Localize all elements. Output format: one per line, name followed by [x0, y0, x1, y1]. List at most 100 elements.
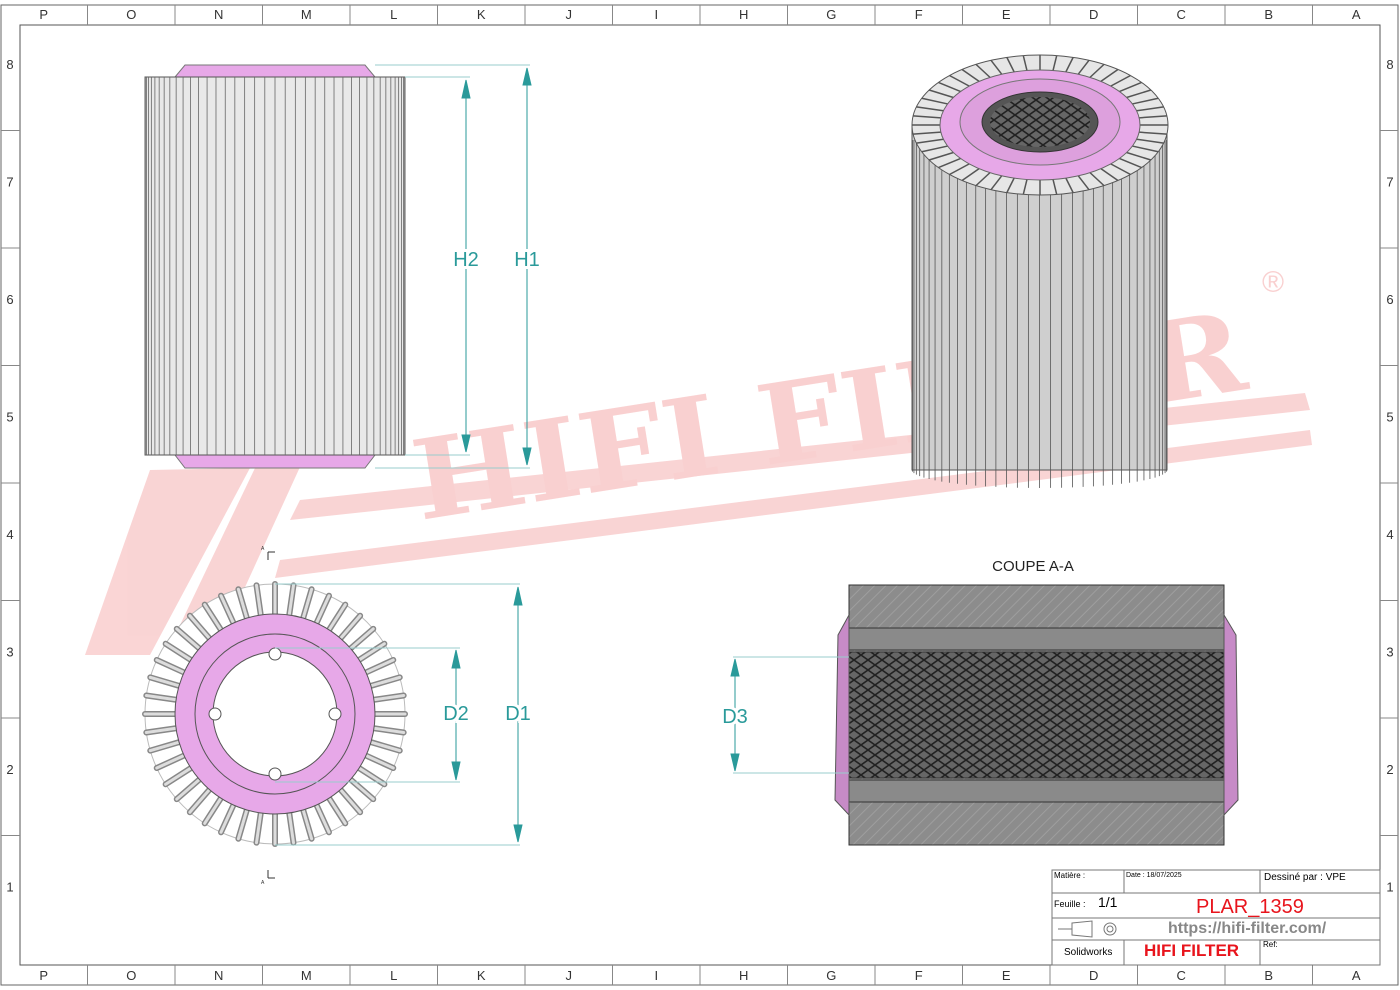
column-label: G: [826, 968, 836, 983]
fin-line: [1110, 74, 1131, 87]
column-label: P: [39, 968, 48, 983]
fin-highlight: [203, 796, 223, 825]
material-label: Matière :: [1054, 871, 1086, 880]
fin-highlight: [372, 693, 406, 702]
column-label: H: [739, 7, 748, 22]
row-label: 7: [1386, 174, 1393, 189]
fin-line: [938, 81, 961, 93]
row-label: 2: [6, 762, 13, 777]
fin-highlight: [164, 642, 193, 662]
row-label: 4: [6, 527, 13, 542]
iso-view: [911, 54, 1169, 488]
fin-line: [1136, 138, 1164, 144]
row-label: 6: [6, 292, 13, 307]
fin-highlight: [219, 803, 235, 834]
fin-highlight: [188, 614, 212, 640]
fin-highlight: [188, 788, 212, 814]
fin-line: [1136, 106, 1164, 112]
column-label: I: [654, 7, 658, 22]
fin-highlight: [315, 594, 331, 625]
fin-highlight: [236, 808, 249, 841]
date: Date : 18/07/2025: [1126, 872, 1182, 879]
column-label: M: [301, 7, 312, 22]
fin-highlight: [144, 693, 178, 702]
row-label: 1: [1386, 879, 1393, 894]
fin-highlight: [148, 740, 181, 753]
fin-line: [1077, 175, 1090, 191]
fin-highlight: [369, 675, 402, 688]
fin-highlight: [155, 658, 186, 674]
row-label: 3: [6, 644, 13, 659]
fin-highlight: [287, 583, 296, 617]
row-label: 5: [1386, 409, 1393, 424]
fin-line: [1052, 55, 1058, 71]
fin-line: [1139, 131, 1167, 135]
software: Solidworks: [1064, 947, 1113, 958]
row-label: 5: [6, 409, 13, 424]
fin-line: [1132, 97, 1159, 105]
section-marker-top: A: [261, 546, 265, 552]
fin-line: [990, 59, 1003, 75]
column-label: B: [1264, 7, 1273, 22]
fin-highlight: [254, 811, 263, 845]
column-label: E: [1002, 968, 1011, 983]
column-label: J: [566, 968, 573, 983]
fin-highlight: [254, 583, 263, 617]
column-label: L: [390, 968, 397, 983]
column-label: F: [915, 968, 923, 983]
fin-line: [916, 138, 944, 144]
fin-line: [1065, 177, 1074, 193]
column-label: L: [390, 7, 397, 22]
fin-line: [975, 63, 991, 78]
row-label: 1: [6, 879, 13, 894]
fin-line: [1089, 63, 1105, 78]
column-label: K: [477, 968, 486, 983]
registered-mark: ®: [1262, 266, 1284, 299]
section-view: COUPE A-A: [834, 558, 1239, 846]
row-label: 4: [1386, 527, 1393, 542]
fin-highlight: [301, 808, 314, 841]
column-label: A: [1352, 7, 1361, 22]
fin-highlight: [164, 766, 193, 786]
column-label: D: [1089, 968, 1098, 983]
column-label: G: [826, 7, 836, 22]
fin-line: [1052, 179, 1058, 195]
fin-highlight: [236, 587, 249, 620]
column-label: F: [915, 7, 923, 22]
row-label: 8: [1386, 57, 1393, 72]
fin-line: [949, 74, 970, 87]
column-label: C: [1177, 7, 1186, 22]
column-label: P: [39, 7, 48, 22]
fin-highlight: [369, 740, 402, 753]
dim-h1: H1: [514, 249, 540, 271]
fin-line: [916, 106, 944, 112]
column-label: N: [214, 968, 223, 983]
dim-d1: D1: [505, 703, 531, 725]
fin-highlight: [349, 777, 375, 801]
fin-line: [1006, 177, 1015, 193]
fin-line: [961, 68, 980, 82]
website-url[interactable]: https://hifi-filter.com/: [1168, 920, 1327, 937]
dim-d3: D3: [722, 706, 748, 728]
fin-line: [1100, 68, 1119, 82]
fin-highlight: [315, 803, 331, 834]
column-label: O: [126, 7, 136, 22]
fin-highlight: [175, 777, 201, 801]
fin-highlight: [364, 754, 395, 770]
dim-d2: D2: [443, 703, 469, 725]
fin-highlight: [338, 614, 362, 640]
fin-highlight: [357, 642, 386, 662]
column-label: N: [214, 7, 223, 22]
column-label: D: [1089, 7, 1098, 22]
fin-highlight: [203, 603, 223, 632]
fin-highlight: [144, 726, 178, 735]
fin-line: [928, 151, 954, 161]
section-marker-bottom: A: [261, 880, 265, 886]
fin-line: [1006, 57, 1015, 73]
part-number: PLAR_1359: [1196, 896, 1304, 918]
sheet-value: 1/1: [1098, 894, 1118, 910]
column-label: E: [1002, 7, 1011, 22]
fin-highlight: [175, 627, 201, 651]
fin-line: [949, 163, 970, 176]
